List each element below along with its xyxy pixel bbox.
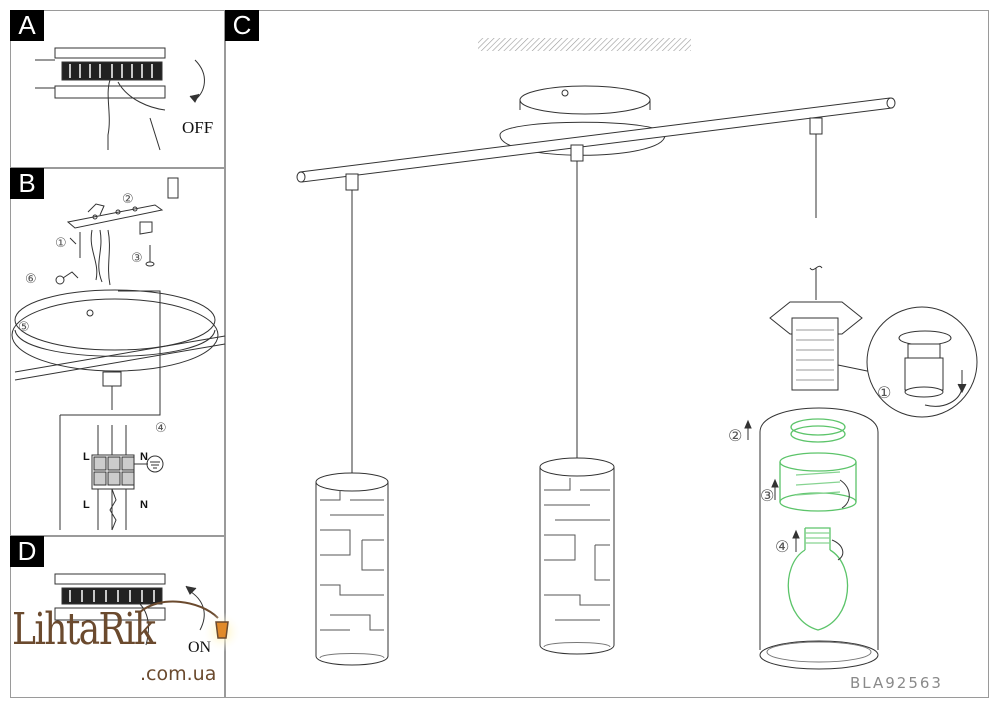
terminal-top-right-label: N [140,451,148,463]
glass-shade [759,407,879,670]
panel-c-letter: C [225,10,259,41]
panel-c-step-1: ① [877,383,891,402]
watermark-logo: LihtaRik [12,604,156,655]
panel-c-step-2: ② [728,426,742,445]
panel-a-breaker [35,47,205,151]
panel-d-letter: D [10,536,44,567]
fixture-rail [296,97,896,183]
pendant-2 [539,144,615,655]
panel-b-bracket [55,177,179,286]
panel-b-frame [10,168,225,536]
panel-b-step-2: ② [122,192,134,207]
ceiling-hatch [478,38,691,51]
watermark-domain: .com.ua [140,663,217,685]
panel-c-frame [225,10,989,698]
bulb-assembly [779,418,857,631]
panel-b-step-5: ⑤ [18,320,30,335]
panel-a-letter: A [10,10,44,41]
panel-b-step-4: ④ [155,421,167,436]
panel-b-step-1: ① [55,236,67,251]
panel-c-step-3: ③ [760,486,774,505]
model-number: BLA92563 [850,674,943,692]
panel-a-frame [10,10,225,168]
off-label: OFF [182,118,213,137]
watermark-lamp-icon [139,600,242,652]
panel-b-terminal-block [59,415,164,531]
terminal-bottom-right-label: N [140,499,148,511]
pendant-3-exploded [769,117,873,391]
panel-b-canopy [11,289,226,416]
panel-c-step-arrows [744,419,850,561]
panel-c-step-4: ④ [775,537,789,556]
panel-b-letter: B [10,168,44,199]
panel-d-breaker [54,573,205,646]
panel-b-step-6: ⑥ [25,272,37,287]
pendant-1 [315,173,389,666]
socket-zoom-detail [866,306,978,418]
panel-b-step-3: ③ [131,251,143,266]
terminal-top-left-label: L [83,451,90,463]
terminal-bottom-left-label: L [83,499,90,511]
